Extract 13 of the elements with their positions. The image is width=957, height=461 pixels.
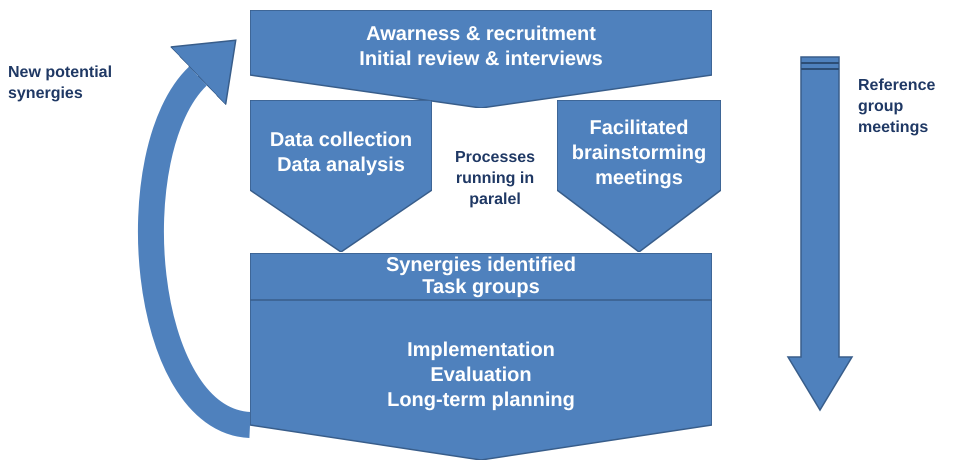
node-label: Task groups [422, 276, 540, 298]
node-label: Evaluation [430, 363, 532, 388]
node-label: Facilitated brainstorming meetings [570, 116, 708, 191]
note-text: Processes running in paralel [454, 148, 536, 210]
node-label: Implementation [407, 338, 555, 363]
note-text: New potential synergies [8, 63, 114, 104]
node-label: Awarness & recruitment [366, 22, 596, 47]
node-label: Long-term planning [387, 388, 575, 413]
node-label: Data analysis [277, 153, 405, 178]
node-label: Initial review & interviews [359, 47, 603, 72]
node-label: Synergies identified [386, 254, 576, 276]
note-text: Reference group meetings [858, 76, 936, 138]
node-label: Data collection [270, 128, 412, 153]
